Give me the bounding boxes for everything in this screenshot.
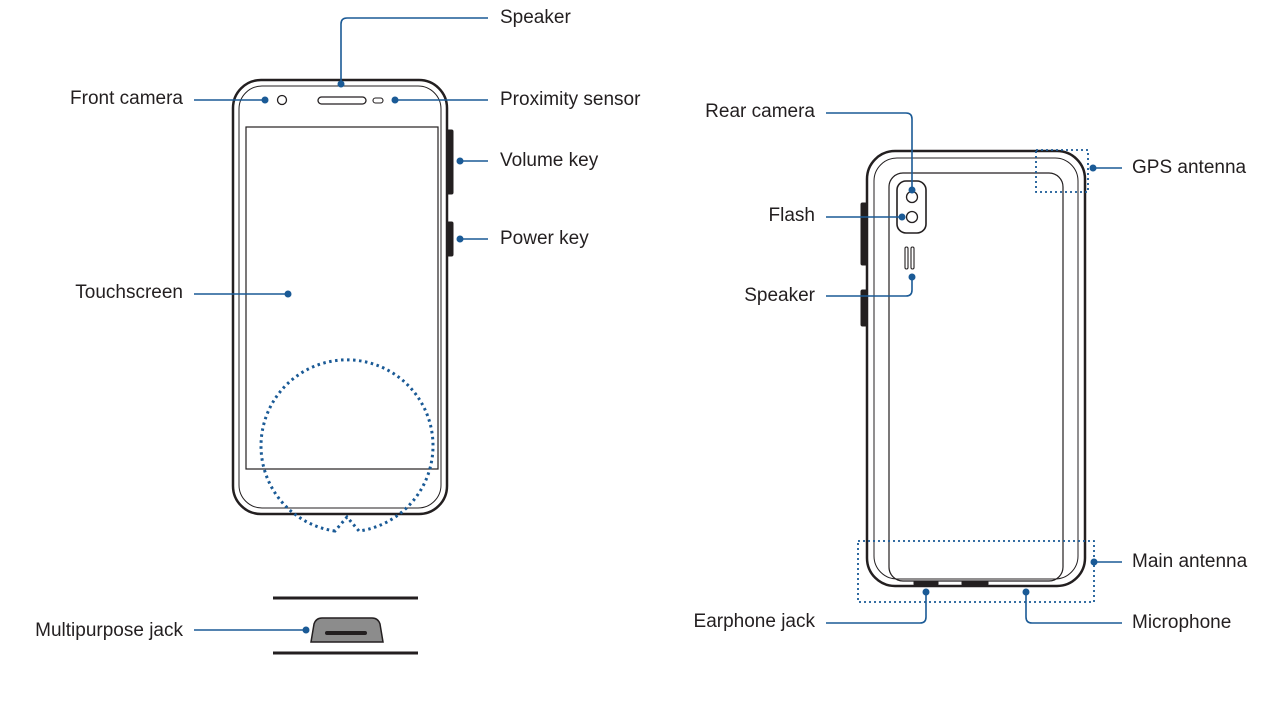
proximity-sensor-window [372,97,384,104]
flash-lens [905,210,919,224]
microphone-dot [1022,588,1030,596]
power-key-dot [456,235,464,243]
back-callout-dots [898,164,1098,596]
main-antenna-dot [1090,558,1098,566]
earphone-jack-dot [922,588,930,596]
back-side-key-upper [860,202,868,266]
back-phone-inner-edge [873,157,1079,580]
label-power-key: Power key [500,228,589,249]
label-main-antenna: Main antenna [1132,551,1248,572]
label-flash: Flash [768,205,815,226]
speaker-dot [337,80,345,88]
front-phone [231,78,454,516]
magnifier-outline [259,358,435,533]
label-speaker-back: Speaker [744,285,815,306]
touchscreen-dot [284,290,292,298]
rear-speaker-slot-2 [910,246,915,270]
multipurpose-jack-port [310,617,384,643]
front-callout-dots [261,80,464,634]
bottom-port-microphone [961,580,989,586]
jack-magnifier [259,358,435,655]
label-speaker-front: Speaker [500,7,571,28]
gps-antenna-dot [1089,164,1097,172]
label-earphone-jack: Earphone jack [693,611,815,632]
back-phone [860,149,1087,588]
volume-key-dot [456,157,464,165]
label-front-camera: Front camera [70,88,183,109]
label-microphone: Microphone [1132,612,1232,633]
label-gps-antenna: GPS antenna [1132,157,1247,178]
back-phone-body [865,149,1087,588]
label-volume-key: Volume key [500,150,599,171]
label-proximity-sensor: Proximity sensor [500,89,641,110]
rear-speaker-leader [826,277,913,297]
main-antenna-region [857,540,1095,603]
back-panel [888,172,1064,582]
speaker-leader [340,17,488,84]
front-camera-lens [276,94,288,106]
proximity-sensor-dot [391,96,399,104]
rear-camera-dot [908,186,916,194]
multipurpose-jack-dot [302,626,310,634]
back-side-key-lower [860,289,868,327]
back-callouts [826,112,1122,624]
bottom-port-earphone [913,580,939,586]
volume-key-button [446,129,454,195]
power-key-button [446,221,454,257]
jack-slot [325,631,367,635]
earpiece-speaker-grille [317,96,367,105]
flash-dot [898,213,906,221]
rear-speaker-dot [908,273,916,281]
earphone-jack-leader [826,592,927,624]
touchscreen-display [245,126,439,470]
label-touchscreen: Touchscreen [75,282,183,303]
microphone-leader [1025,592,1122,624]
rear-camera-leader [826,112,913,190]
label-multipurpose-jack: Multipurpose jack [35,620,183,641]
front-camera-dot [261,96,269,104]
front-callouts [194,17,488,631]
label-rear-camera: Rear camera [705,101,815,122]
front-phone-inner-edge [238,85,442,509]
front-phone-body [231,78,449,516]
gps-antenna-region [1035,149,1089,193]
rear-speaker-slot-1 [904,246,909,270]
